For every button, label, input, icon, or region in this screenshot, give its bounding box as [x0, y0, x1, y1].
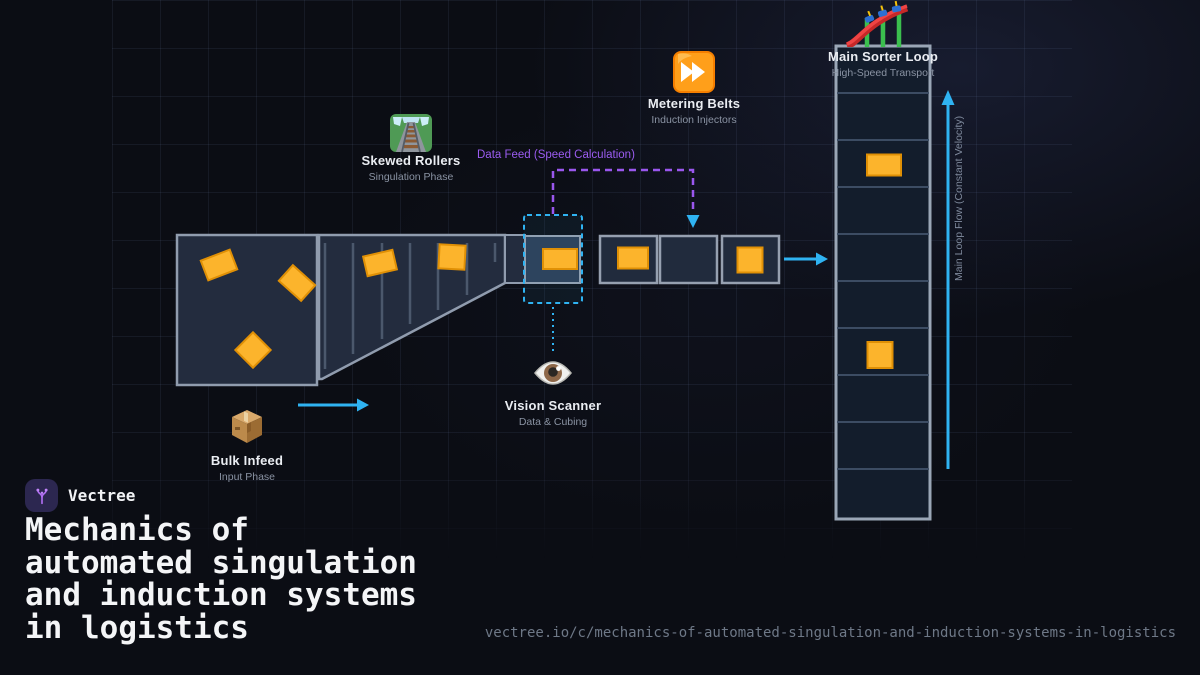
parcel-box: [277, 263, 317, 303]
parcel-box: [233, 330, 273, 370]
eye-icon: [533, 359, 573, 392]
parcel-box: [361, 248, 399, 278]
page-title-line: in logistics: [25, 609, 249, 646]
data-feed-arrowhead: [686, 215, 700, 228]
parcel-box: [866, 341, 894, 369]
fast-forward-icon: [672, 50, 716, 99]
parcel-box: [617, 246, 649, 270]
page-title: Mechanics of automated singulation and i…: [25, 514, 417, 644]
parcel-box: [542, 248, 578, 270]
metering-cell: [658, 234, 719, 285]
parcel-box: [437, 243, 467, 271]
brand-row: Vectree: [25, 479, 135, 512]
parcel-boxes: [199, 153, 902, 370]
taper-connector: [504, 234, 526, 284]
vectree-logo: [25, 479, 58, 512]
roller-coaster-icon: [843, 0, 911, 52]
sorter-tower: [834, 44, 932, 521]
tower-dividers: [837, 92, 929, 470]
data-feed-path: [551, 168, 700, 228]
brand-name: Vectree: [68, 486, 136, 505]
railway-track-icon: [390, 114, 432, 157]
singulation-taper-shape: [317, 233, 526, 381]
data-feed-label: Data Feed (Speed Calculation): [477, 149, 635, 161]
loop-flow-label: Main Loop Flow (Constant Velocity): [953, 115, 965, 281]
package-box-icon: [227, 407, 267, 452]
parcel-box: [199, 248, 239, 282]
page-url: vectree.io/c/mechanics-of-automated-sing…: [484, 625, 1176, 641]
parcel-box: [866, 153, 902, 177]
page-title-line: automated singulation: [25, 544, 417, 581]
flow-arrows: [298, 90, 955, 469]
page-title-line: and induction systems: [25, 577, 417, 613]
page-title-line: Mechanics of: [25, 512, 249, 548]
parcel-box: [736, 246, 764, 274]
vector-branch-icon: [35, 488, 48, 504]
